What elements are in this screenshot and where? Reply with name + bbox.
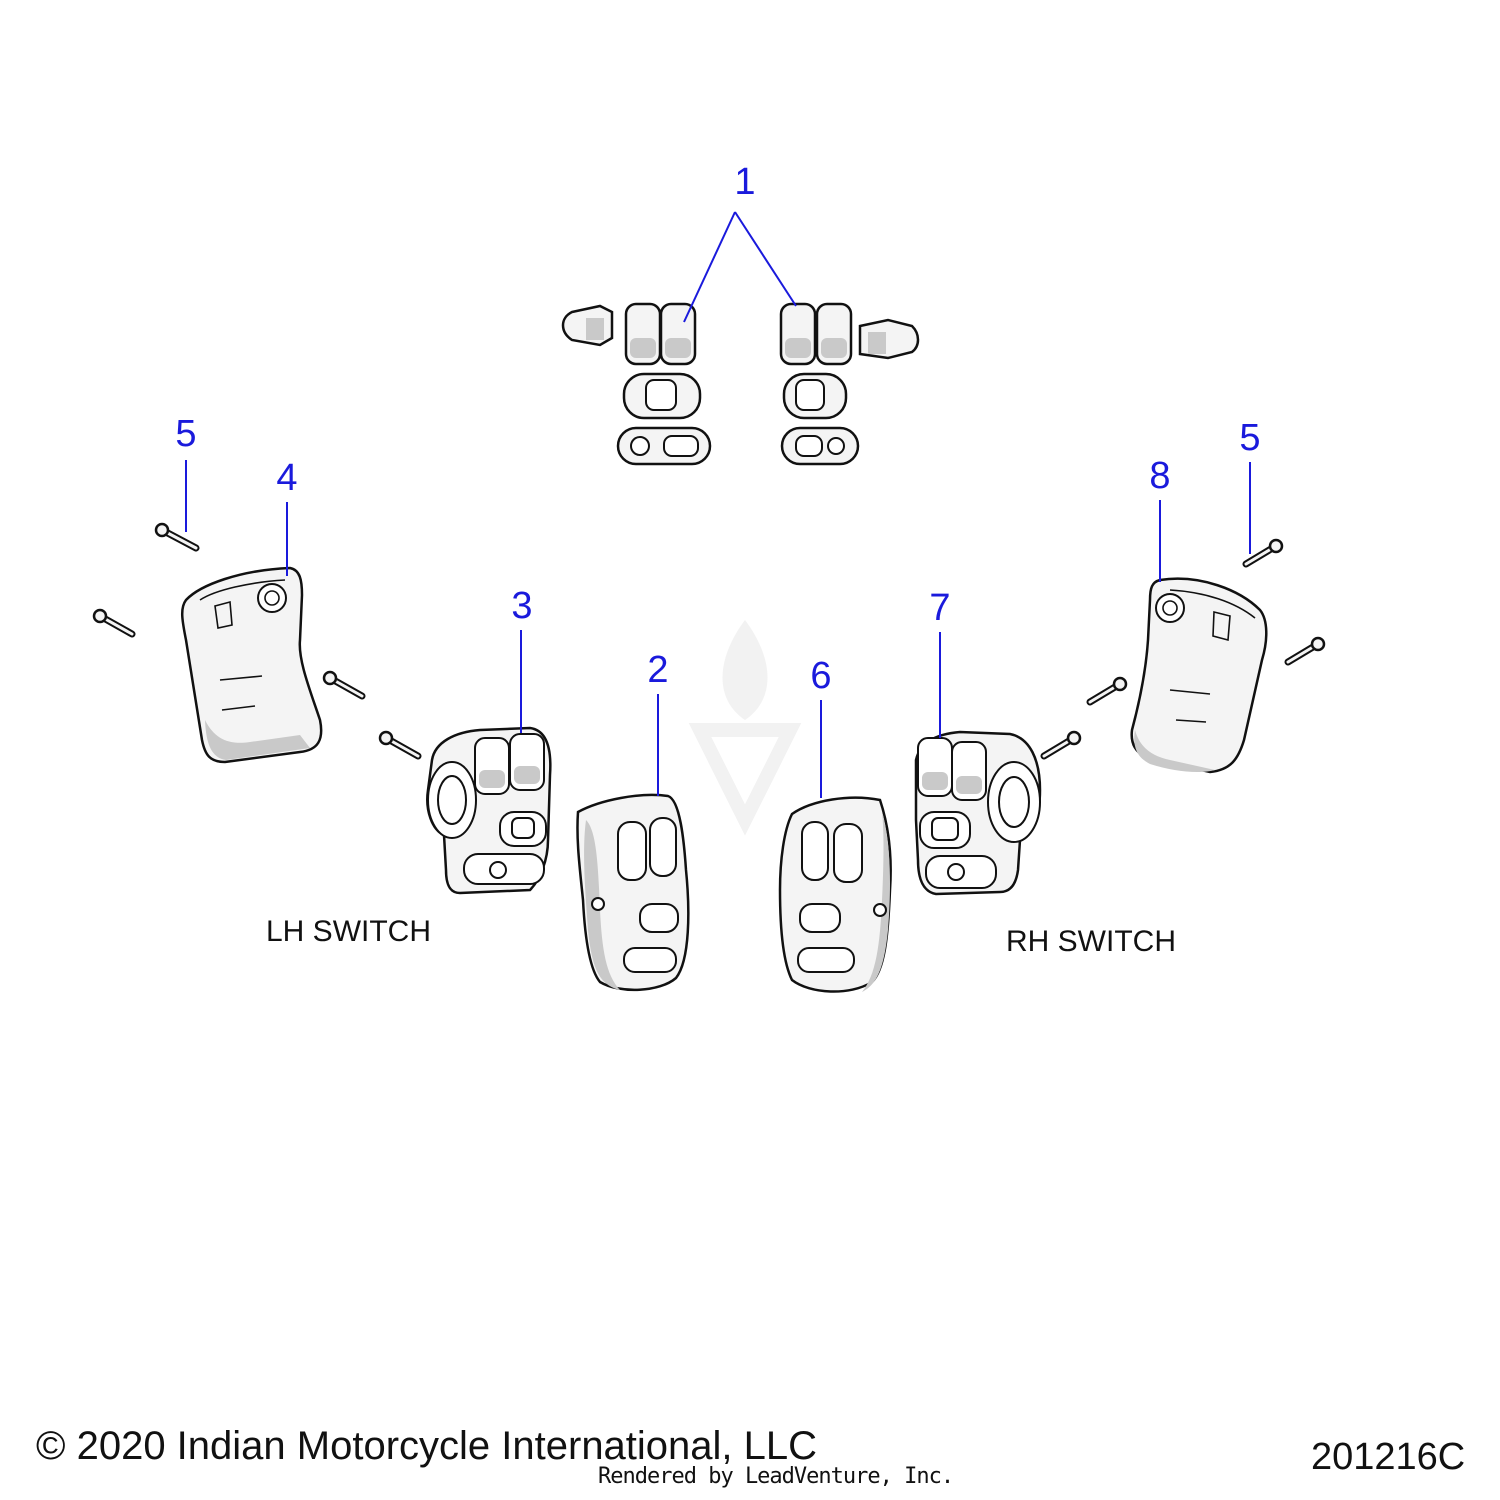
callout-6: 6 bbox=[810, 655, 831, 697]
callout-3: 3 bbox=[511, 585, 532, 627]
callout-5-right: 5 bbox=[1239, 417, 1260, 459]
leader-1-right bbox=[734, 211, 797, 307]
part-7-rh-switch-housing bbox=[914, 730, 1042, 896]
screw-right-1 bbox=[1242, 538, 1284, 568]
rendered-by-notice: Rendered by LeadVenture, Inc. bbox=[598, 1464, 954, 1489]
copyright-notice: © 2020 Indian Motorcycle International, … bbox=[36, 1424, 818, 1468]
leader-1-left bbox=[683, 211, 736, 323]
screw-right-3 bbox=[1086, 676, 1128, 706]
screw-right-2 bbox=[1284, 636, 1326, 666]
callout-numbers: 1 2 3 4 5 5 6 7 8 bbox=[175, 161, 1260, 697]
part-3-lh-switch-housing bbox=[426, 726, 552, 895]
callout-1: 1 bbox=[734, 161, 755, 203]
watermark-logo bbox=[688, 620, 802, 836]
lh-switch-label: LH SWITCH bbox=[266, 915, 431, 948]
callout-5-left: 5 bbox=[175, 413, 196, 455]
part-8-rh-rear-housing bbox=[1130, 577, 1268, 774]
part-4-lh-rear-housing bbox=[181, 566, 323, 764]
rh-switch-label: RH SWITCH bbox=[1006, 925, 1176, 958]
callout-4: 4 bbox=[276, 457, 297, 499]
part-1-buttons-left bbox=[561, 302, 712, 466]
diagram-number: 201216C bbox=[1311, 1436, 1466, 1478]
screw-left-3 bbox=[322, 670, 366, 700]
callout-2: 2 bbox=[647, 649, 668, 691]
callout-8: 8 bbox=[1149, 455, 1170, 497]
part-1-buttons-right bbox=[779, 302, 920, 466]
screw-left-2 bbox=[92, 608, 136, 638]
leader-lines bbox=[185, 211, 1251, 798]
callout-7: 7 bbox=[929, 587, 950, 629]
screw-left-4 bbox=[378, 730, 422, 760]
part-6-rh-cover-plate bbox=[778, 796, 892, 993]
screw-right-4 bbox=[1040, 730, 1082, 760]
screw-left-1 bbox=[154, 522, 200, 552]
part-2-lh-cover-plate bbox=[576, 793, 690, 992]
